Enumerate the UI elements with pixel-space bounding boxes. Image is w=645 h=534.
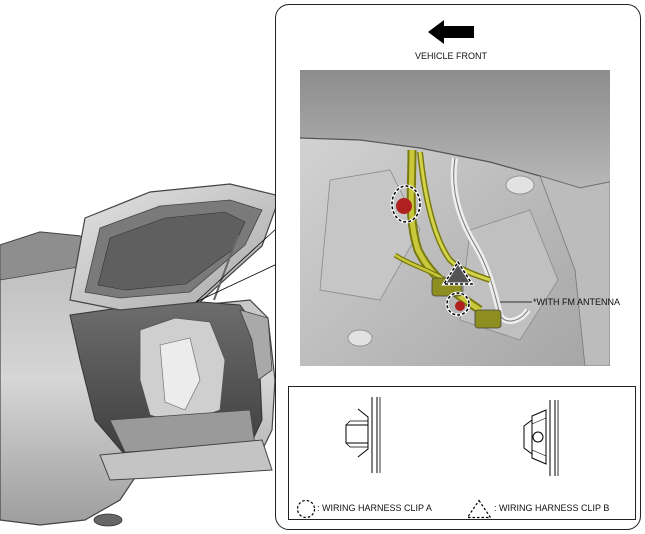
legend-box bbox=[288, 386, 636, 520]
legend-clip-a-label: : WIRING HARNESS CLIP A bbox=[317, 503, 432, 513]
direction-label: VEHICLE FRONT bbox=[415, 51, 488, 61]
wiring-harness-clip-b-drawing bbox=[523, 400, 559, 476]
fm-antenna-note: *WITH FM ANTENNA bbox=[533, 297, 620, 307]
wiring-harness-clip-a-drawing bbox=[345, 397, 381, 473]
dashed-triangle-icon bbox=[466, 499, 492, 519]
arrow-left-icon bbox=[428, 20, 474, 44]
dashed-circle-icon bbox=[296, 499, 316, 519]
harness-closeup-illustration bbox=[300, 70, 610, 366]
legend-clip-b-label: : WIRING HARNESS CLIP B bbox=[494, 503, 610, 513]
